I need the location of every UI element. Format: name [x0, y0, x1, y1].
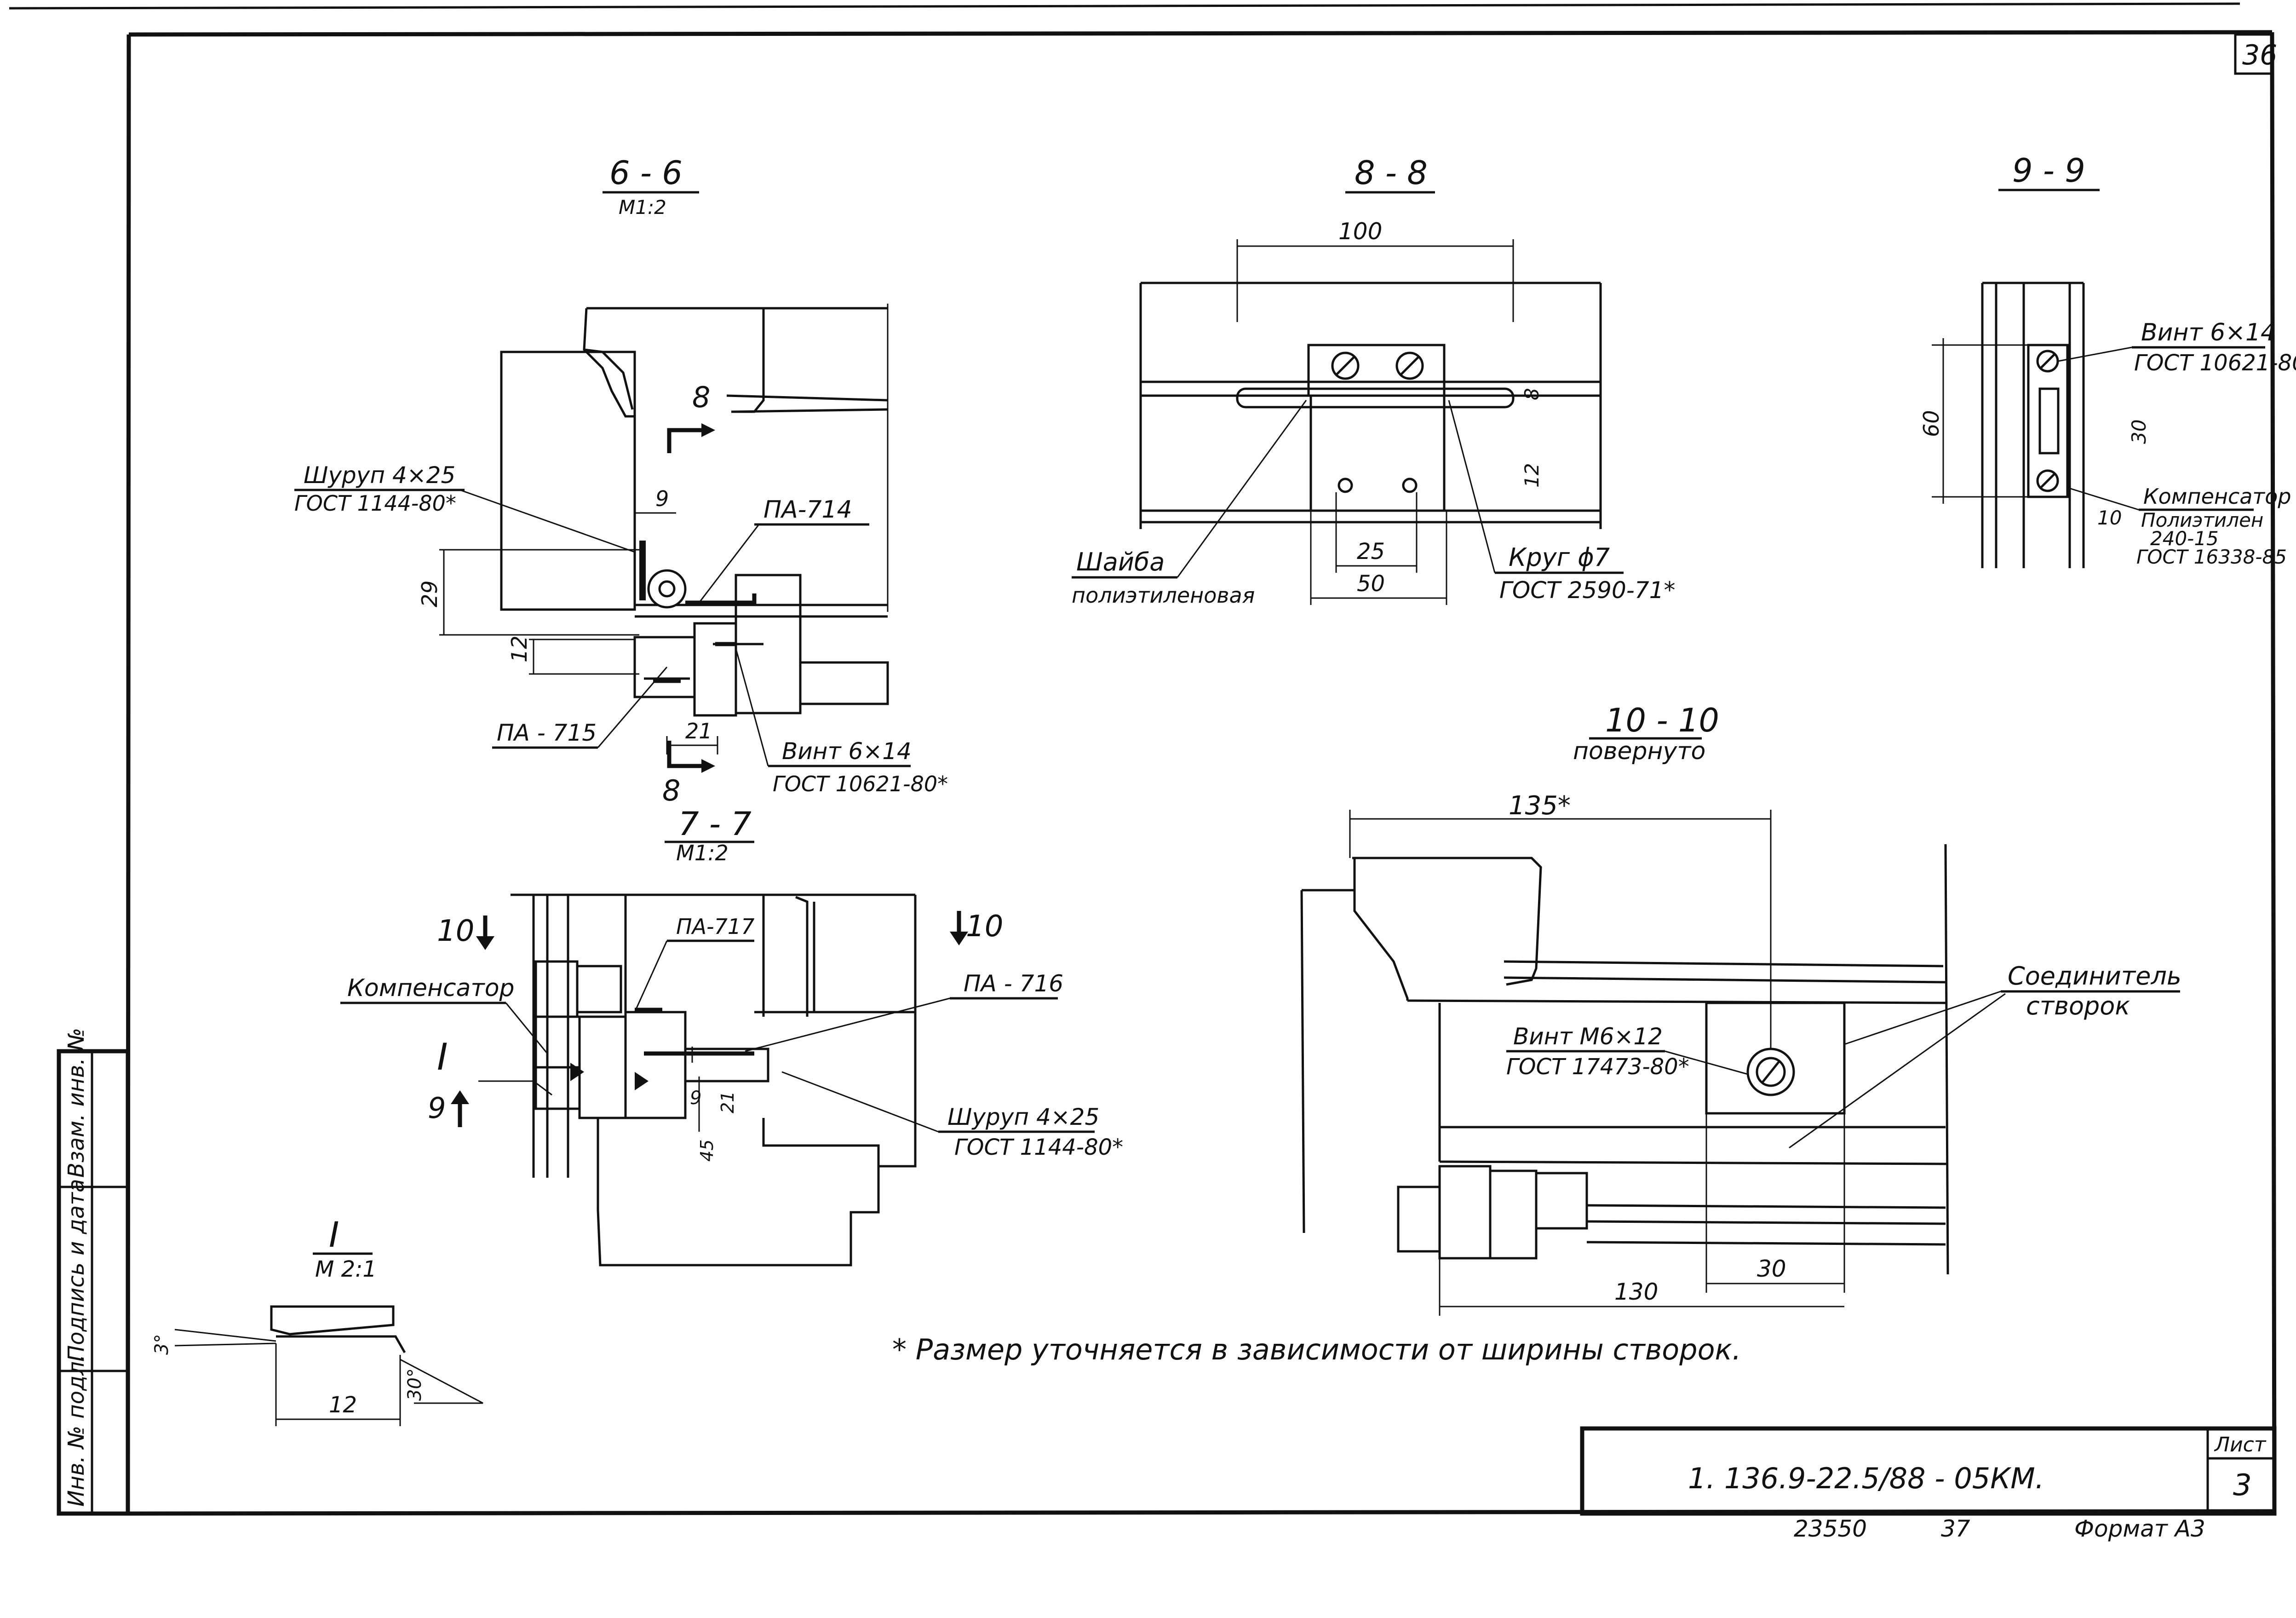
- detail-I-scale: М 2:1: [315, 1256, 377, 1282]
- title-block: [1580, 1426, 2277, 1516]
- dim-9-9-30: 30: [2128, 420, 2150, 444]
- detail-angle-30: 30°: [404, 1368, 425, 1401]
- dim-9-9-10: 10: [2097, 507, 2122, 529]
- dim-10-10-130: 130: [1614, 1278, 1658, 1305]
- pa715-label: ПА - 715: [497, 720, 597, 746]
- washer-material: полиэтиленовая: [1072, 583, 1255, 608]
- cut-9-label: 9: [428, 1091, 446, 1125]
- detail-dim-12: 12: [329, 1392, 357, 1418]
- dim-7-7-9: 9: [690, 1088, 701, 1109]
- screw-7-7-name: Шуруп 4×25: [947, 1104, 1099, 1130]
- dim-8-8-12: 12: [1521, 463, 1543, 488]
- dim-8-8-100: 100: [1338, 218, 1382, 245]
- bolt-9-9-name: Винт 6×14: [2141, 319, 2276, 346]
- sheet-label: Лист: [2214, 1433, 2267, 1457]
- screw-6-6-std: ГОСТ 1144-80*: [294, 491, 456, 516]
- footer-archive-no: 23550: [1794, 1515, 1867, 1542]
- section-7-7: 7 - 7 М1:2 10 10 9 I Компенсатор ПА-717: [340, 805, 1123, 1267]
- cut-10-left-label: 10: [437, 914, 474, 948]
- dim-7-7-21: 21: [718, 1091, 738, 1113]
- dim-9-9-60: 60: [1919, 410, 1944, 437]
- bolt-6-6-std: ГОСТ 10621-80*: [773, 772, 948, 796]
- connector-label-2: створок: [2026, 991, 2130, 1020]
- section-6-6-title: 6 - 6: [609, 154, 683, 192]
- section-10-10-subtitle: повернуто: [1573, 737, 1705, 765]
- section-8-8: 8 - 8 100 8 12 25 50 Шайба полиэтиленова…: [1072, 154, 1675, 608]
- detail-angle-3: 3°: [151, 1334, 172, 1355]
- dim-8-8-25: 25: [1357, 539, 1385, 564]
- pa716-label: ПА - 716: [964, 970, 1063, 997]
- bolt-10-10-std: ГОСТ 17473-80*: [1506, 1054, 1689, 1080]
- section-10-10: 10 - 10 повернуто 135* Винт М6×12 ГОСТ 1…: [1300, 702, 2181, 1316]
- dim-8-8-50: 50: [1357, 571, 1385, 597]
- rod-name: Круг ϕ7: [1509, 543, 1610, 572]
- section-6-6: 6 - 6 М1:2 8 8 Шуруп 4×25 ГОСТ 1144-80* …: [294, 154, 948, 807]
- cut-10-right-label: 10: [966, 910, 1003, 944]
- stamp-replace-inv: Взам. инв. №: [63, 1028, 89, 1178]
- pa717-label: ПА-717: [676, 914, 754, 939]
- section-10-10-title: 10 - 10: [1605, 702, 1719, 739]
- sheet-corner-number: 36: [2242, 39, 2277, 71]
- footer-page: 37: [1941, 1515, 1970, 1542]
- dim-6-6-21: 21: [685, 719, 712, 743]
- screw-7-7-std: ГОСТ 1144-80*: [954, 1134, 1123, 1160]
- cut-8-bottom-label: 8: [662, 774, 680, 807]
- dim-8-8-8: 8: [1521, 388, 1543, 400]
- cut-8-top-label: 8: [692, 380, 710, 414]
- comp-9-9-name: Компенсатор: [2143, 484, 2291, 509]
- section-9-9-title: 9 - 9: [2012, 152, 2085, 190]
- dim-6-6-12: 12: [507, 635, 532, 662]
- dim-6-6-29: 29: [417, 580, 442, 607]
- detail-I: I М 2:1 3° 30° 12: [151, 1214, 483, 1426]
- side-stamp: [57, 1049, 130, 1516]
- compensator-7-7: Компенсатор: [347, 974, 515, 1002]
- dim-10-10-135: 135*: [1509, 791, 1571, 821]
- section-7-7-title: 7 - 7: [678, 805, 752, 843]
- section-6-6-scale: М1:2: [619, 196, 666, 219]
- dim-7-7-45: 45: [697, 1140, 717, 1162]
- dim-6-6-9: 9: [655, 486, 669, 511]
- section-9-9: 9 - 9 60 30 10 Винт 6×14 ГОСТ 10621-80 К…: [1919, 152, 2296, 568]
- node-I-label: I: [437, 1036, 448, 1078]
- washer-name: Шайба: [1076, 547, 1165, 576]
- sheet-frame: [9, 2, 2277, 1516]
- stamp-original-inv: Инв. № подл.: [63, 1354, 89, 1507]
- detail-I-title: I: [329, 1214, 339, 1255]
- bolt-6-6-name: Винт 6×14: [782, 738, 912, 765]
- stamp-signature-date: Подпись и дата: [63, 1179, 89, 1362]
- comp-9-9-std: ГОСТ 16338-85: [2136, 546, 2287, 568]
- connector-label-1: Соединитель: [2008, 962, 2181, 990]
- bolt-10-10-name: Винт М6×12: [1513, 1023, 1663, 1050]
- sheet-number: 3: [2233, 1468, 2252, 1503]
- section-7-7-scale: М1:2: [676, 841, 729, 865]
- general-note: * Размер уточняется в зависимости от шир…: [892, 1333, 1741, 1366]
- section-8-8-title: 8 - 8: [1355, 154, 1428, 192]
- screw-6-6-name: Шуруп 4×25: [304, 462, 455, 489]
- footer-format: Формат А3: [2074, 1515, 2205, 1542]
- comp-9-9-material: Полиэтилен: [2141, 509, 2263, 531]
- bolt-9-9-std: ГОСТ 10621-80: [2134, 350, 2296, 376]
- comp-9-9-grade: 240-15: [2150, 527, 2219, 550]
- dim-10-10-30: 30: [1757, 1255, 1786, 1282]
- drawing-code: 1. 136.9-22.5/88 - 05КМ.: [1688, 1462, 2044, 1495]
- pa714-label: ПА-714: [763, 496, 852, 524]
- rod-std: ГОСТ 2590-71*: [1499, 577, 1675, 604]
